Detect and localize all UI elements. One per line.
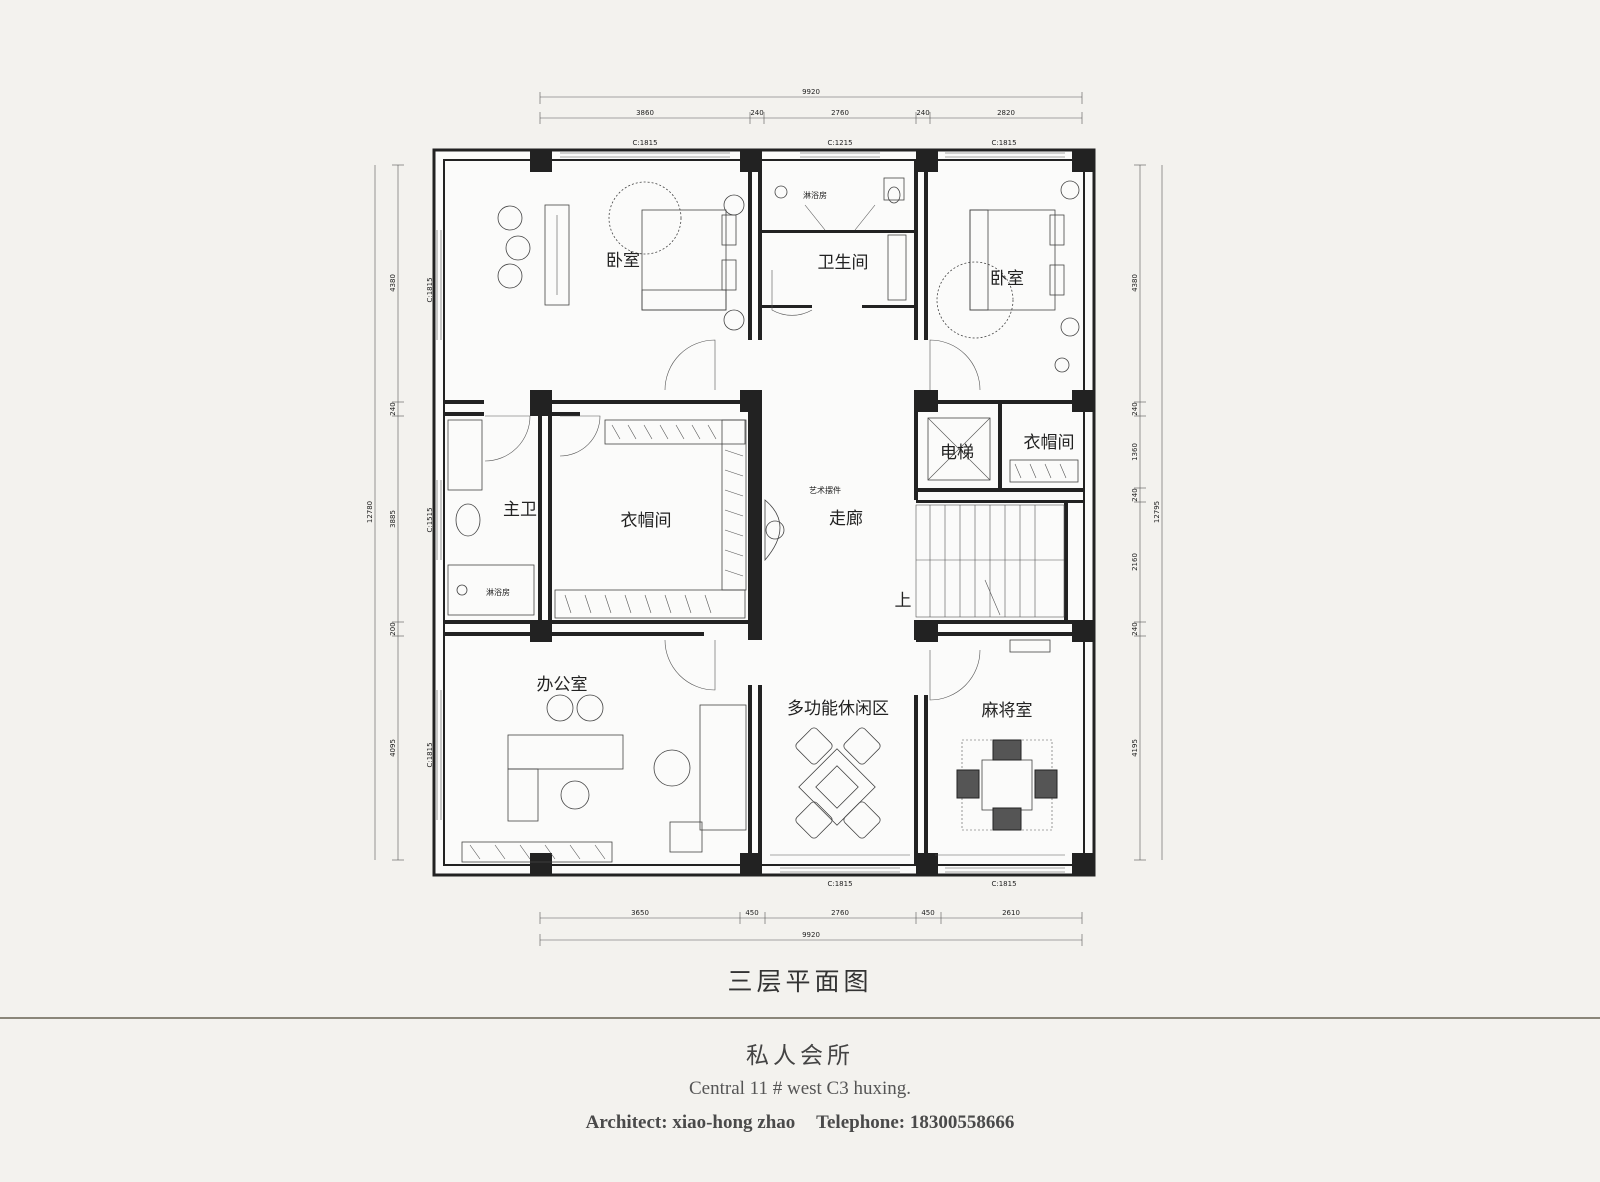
dim-bottom-seg-1: 3650	[631, 909, 649, 917]
room-label-multi-leisure: 多功能休闲区	[787, 699, 889, 719]
dim-left-seg-4: 200	[389, 622, 397, 635]
room-label-closet-small: 衣帽间	[1024, 433, 1075, 453]
dim-right-seg-2: 240	[1131, 402, 1139, 415]
dim-right-total: 12795	[1153, 501, 1161, 523]
room-label-corridor: 走廊	[829, 509, 863, 529]
dim-right-seg-7: 4195	[1131, 739, 1139, 757]
right-dimensions: 4380 240 1360 240 2160 240 4195 12795	[1131, 164, 1163, 861]
room-label-bedroom-left: 卧室	[606, 251, 640, 271]
room-label-mahjong: 麻将室	[982, 701, 1033, 721]
dim-right-seg-5: 2160	[1131, 553, 1139, 571]
dim-right-seg-3: 1360	[1131, 443, 1139, 461]
room-label-stair-up: 上	[895, 591, 912, 611]
room-label-master-bath: 主卫	[503, 500, 537, 520]
dim-left-seg-5: 4095	[389, 739, 397, 757]
window-label-top-right: C:1815	[991, 139, 1016, 147]
divider-line	[0, 1017, 1600, 1019]
outer-walls	[432, 148, 1096, 877]
annotation-shower-left: 淋浴房	[486, 587, 510, 597]
dim-right-seg-4: 240	[1131, 488, 1139, 501]
architect-credit: Architect: xiao-hong zhao	[585, 1112, 796, 1133]
mahjong-furniture	[935, 639, 1065, 856]
dim-left-seg-3: 3885	[389, 510, 397, 528]
dim-bottom-seg-3: 2760	[831, 909, 849, 917]
window-label-top-left: C:1815	[632, 139, 657, 147]
annotation-art-piece: 艺术摆件	[809, 485, 841, 495]
room-label-office: 办公室	[537, 675, 588, 695]
dim-top-seg-4: 240	[916, 109, 929, 117]
dim-left-total: 12780	[366, 501, 374, 523]
bottom-dimensions: 3650 450 2760 450 2610 9920	[539, 909, 1083, 946]
club-name: 私人会所	[746, 1043, 854, 1069]
top-dimensions: 9920 3860 240 2760 240 2820	[539, 88, 1083, 124]
windows: C:1815 C:1215 C:1815 C:1815 C:1515 C:181…	[426, 139, 1065, 888]
room-label-bathroom: 卫生间	[818, 253, 869, 273]
room-label-walkin-closet: 衣帽间	[621, 511, 672, 531]
telephone-credit: Telephone: 18300558666	[816, 1112, 1015, 1133]
dim-bottom-seg-5: 2610	[1002, 909, 1020, 917]
dim-top-seg-5: 2820	[997, 109, 1015, 117]
floor-plan: 9920 3860 240 2760 240 2820 3650 450 276…	[366, 88, 1163, 946]
dim-top-seg-2: 240	[750, 109, 763, 117]
left-dimensions: 12780 4380 240 3885 200 4095	[366, 164, 404, 861]
dim-top-seg-3: 2760	[831, 109, 849, 117]
annotation-shower-top: 淋浴房	[803, 190, 827, 200]
dim-top-total: 9920	[802, 88, 820, 96]
credits: Architect: xiao-hong zhao Telephone: 183…	[0, 1112, 1600, 1134]
dim-bottom-total: 9920	[802, 931, 820, 939]
window-label-top-mid: C:1215	[827, 139, 852, 147]
dim-left-seg-2: 240	[389, 402, 397, 415]
staircase	[915, 504, 1065, 618]
window-label-bottom-mid: C:1815	[827, 880, 852, 888]
dim-bottom-seg-2: 450	[745, 909, 758, 917]
room-labels: 卧室 卫生间 卧室 主卫 衣帽间 走廊 电梯 衣帽间 上 办公室 多功能休闲区 …	[486, 190, 1075, 721]
closet-furniture	[554, 419, 747, 619]
window-label-left-lower: C:1815	[426, 742, 434, 767]
dim-bottom-seg-4: 450	[921, 909, 934, 917]
dim-left-seg-1: 4380	[389, 274, 397, 292]
bedroom-right-furniture	[936, 180, 1080, 373]
office-furniture	[461, 694, 747, 863]
bathroom-top-furniture	[774, 177, 907, 301]
dim-right-seg-1: 4380	[1131, 274, 1139, 292]
interior-walls	[444, 160, 1084, 865]
dim-right-seg-6: 240	[1131, 622, 1139, 635]
plan-title: 三层平面图	[727, 967, 873, 996]
window-label-left-mid: C:1515	[426, 507, 434, 532]
art-piece	[764, 499, 785, 562]
room-label-elevator: 电梯	[940, 443, 974, 463]
structural-columns	[530, 150, 1094, 875]
doors	[484, 270, 981, 701]
master-bath-furniture	[447, 419, 535, 616]
room-label-bedroom-right: 卧室	[990, 269, 1024, 289]
elevator-area	[927, 417, 1079, 483]
leisure-furniture	[770, 727, 910, 856]
project-subtitle: Central 11 # west C3 huxing.	[689, 1078, 911, 1099]
window-label-left-upper: C:1815	[426, 277, 434, 302]
window-label-bottom-right: C:1815	[991, 880, 1016, 888]
bedroom-left-furniture	[497, 181, 745, 331]
dim-top-seg-1: 3860	[636, 109, 654, 117]
